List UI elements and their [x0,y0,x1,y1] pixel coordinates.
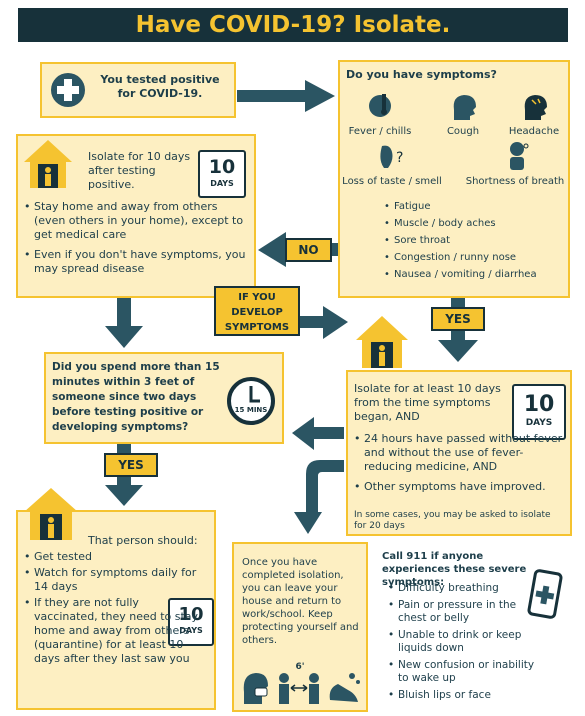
isolate-10-box: Isolate for 10 days after testing positi… [16,134,256,298]
develop-label-line2: DEVELOP [231,307,283,318]
headache-icon [524,95,547,120]
cough-icon [453,95,476,120]
exposure-box: Did you spend more than 15 minutes withi… [44,352,284,444]
list-item: Other symptoms have improved. [354,480,566,494]
list-item: Congestion / runny nose [384,249,566,266]
arrow-yes2-shaft [117,477,131,487]
list-item: Watch for symptoms daily for 14 days [24,566,204,594]
person-should-bullets: Get tested Watch for symptoms daily for … [24,550,204,666]
arrow-to-exposure-shaft [312,427,344,439]
isolate-10-bullets: Stay home and away from others (even oth… [24,200,250,276]
exposure-question: Did you spend more than 15 minutes withi… [52,361,220,433]
handwash-icon [329,673,360,702]
completed-box: Once you have completed isolation, you c… [232,542,368,712]
list-item: Unable to drink or keep liquids down [388,629,544,655]
isolate-symptoms-bullets: 24 hours have passed without fever and w… [354,432,566,494]
symptom-label-headache: Headache [508,126,560,137]
list-item: Muscle / body aches [384,215,566,232]
symptom-label-taste: Loss of taste / smell [342,176,442,187]
calendar-icon: 10 DAYS [198,150,246,198]
list-item: Pain or pressure in the chest or belly [388,599,544,625]
completed-text: Once you have completed isolation, you c… [242,557,359,646]
list-item: Bluish lips or face [388,689,544,702]
taste-icon: ? [380,145,403,168]
arrowhead-no [258,232,286,267]
house-icon [24,140,72,188]
arrowhead-down-isolate10 [105,326,143,348]
arrowhead-develop [323,306,348,339]
list-item: Difficulty breathing [388,582,544,595]
breath-icon [510,142,529,170]
symptoms-question: Do you have symptoms? [346,68,497,81]
yes-label-symptoms: YES [431,307,485,331]
arrow-yes2-top [117,444,131,454]
symptoms-list: Fatigue Muscle / body aches Sore throat … [384,198,566,283]
title-bar: Have COVID-19? Isolate. [18,8,568,42]
arrowhead-tested-to-symptoms [305,80,335,112]
medical-cross-icon [51,73,85,107]
list-item: Stay home and away from others (even oth… [24,200,250,242]
tested-positive-text: You tested positive for COVID-19. [100,73,220,100]
arrow-down-isolate10-shaft [117,298,131,328]
person-should-heading: That person should: [88,534,198,547]
isolate-symptoms-heading: Isolate for at least 10 days from the ti… [354,382,501,423]
list-item: 24 hours have passed without fever and w… [354,432,566,474]
list-item: If they are not fully vaccinated, they n… [24,596,204,666]
calendar-days: DAYS [210,179,234,188]
isolate-10-heading: Isolate for 10 days after testing positi… [88,150,191,191]
call-911-section: Call 911 if anyone experiences these sev… [376,546,576,712]
call-911-bullets: Difficulty breathing Pain or pressure in… [388,582,544,702]
develop-symptoms-label: IF YOU DEVELOP SYMPTOMS [214,286,300,336]
symptom-label-cough: Cough [446,126,480,137]
list-item: Nausea / vomiting / diarrhea [384,266,566,283]
person-should-box: That person should: 10 DAYS Get tested W… [16,488,216,710]
calendar-number: 10 [523,392,555,417]
thermometer-icon [369,94,391,117]
symptom-label-fever: Fever / chills [348,126,412,137]
house-icon [24,488,78,540]
calendar-days: DAYS [525,418,553,428]
svg-text:?: ? [396,150,403,166]
list-item: Get tested [24,550,204,564]
symptom-label-breath: Shortness of breath [465,176,565,187]
arrowhead-yes-symptoms [438,340,478,362]
clock-label: 15 MINS [234,406,268,414]
mask-face-icon [243,673,268,704]
arrowhead-to-exposure [292,417,314,450]
list-item: Sore throat [384,232,566,249]
develop-label-line1: IF YOU [238,292,276,303]
develop-label-line3: SYMPTOMS [224,322,290,333]
calendar-number: 10 [208,156,236,178]
arrow-tested-to-symptoms [237,90,307,102]
tested-positive-box: You tested positive for COVID-19. [40,62,236,118]
arrow-yes-top [451,297,465,309]
symptoms-box: Do you have symptoms? Fever / chills Cou… [338,60,570,298]
arrow-yes-shaft [451,330,465,342]
distance-icon [279,673,319,704]
arrow-to-completed [294,460,344,534]
no-label: NO [285,238,332,262]
distance-label: 6' [295,662,305,672]
calendar-icon: 10 DAYS [512,384,566,440]
list-item: Even if you don't have symptoms, you may… [24,248,250,276]
arrowhead-yes-exposure [105,485,143,506]
isolate-20-note: In some cases, you may be asked to isola… [354,510,551,531]
arrow-develop-shaft [300,316,326,328]
list-item: Fatigue [384,198,566,215]
isolate-symptoms-box: Isolate for at least 10 days from the ti… [346,316,572,536]
page-title: Have COVID-19? Isolate. [135,12,451,38]
yes-label-exposure: YES [104,453,158,477]
clock-icon [227,377,275,425]
list-item: New confusion or inability to wake up [388,659,544,685]
house-icon [356,316,408,368]
